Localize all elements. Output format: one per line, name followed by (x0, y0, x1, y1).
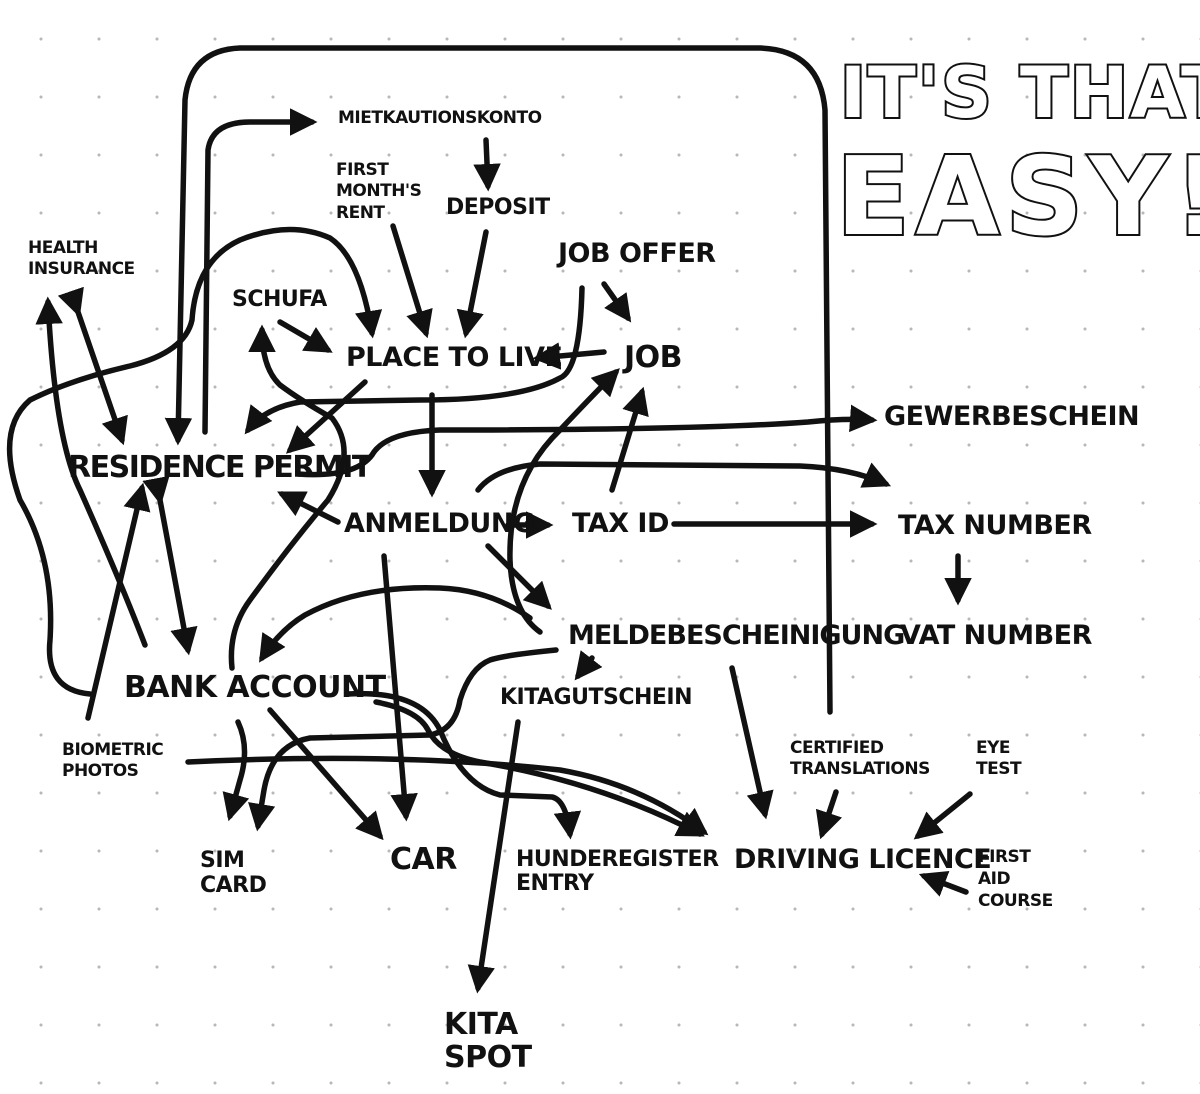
edge-meldebescheinigung-to-driving-licence (729, 665, 774, 820)
edge-job-offer-to-residence-permit (244, 285, 585, 435)
node-residence-permit: Residence permit (68, 450, 372, 485)
node-health-insurance: Health insurance (28, 238, 135, 280)
node-kita-spot: Kita spot (444, 1007, 532, 1075)
edge-residence-permit-to-gewerbeschein (295, 404, 878, 478)
edge-job-to-place-to-live (532, 342, 607, 370)
edge-anmeldung-to-meldebescheinigung (485, 543, 552, 610)
node-gewerbeschein: Gewerbeschein (884, 401, 1140, 432)
node-driving-licence: Driving licence (734, 844, 992, 875)
node-schufa: Schufa (232, 287, 327, 312)
node-place-to-live: Place to live (346, 342, 563, 373)
node-job-offer: Job offer (558, 238, 716, 269)
edge-translations-to-driving-licence (815, 789, 843, 840)
node-sim-card: SIM card (200, 848, 267, 899)
edge-first-aid-to-driving-licence (918, 870, 969, 897)
edge-eye-test-to-driving-licence (913, 791, 973, 840)
node-mietkautionskonto: Mietkautionskonto (338, 108, 542, 128)
edge-translations-to-residence-permit (164, 45, 833, 715)
edge-schufa-to-place-to-live (277, 319, 333, 353)
node-certified-translations: Certified translations (790, 738, 930, 780)
node-car: Car (390, 842, 457, 877)
edge-health-insurance-residence-permit (57, 286, 128, 446)
node-eye-test: Eye test (976, 738, 1022, 780)
title-line-2: EASY! (834, 133, 1200, 262)
edge-meldebescheinigung-to-job (507, 368, 620, 635)
node-tax-id: Tax ID (572, 508, 669, 539)
node-first-aid-course: First aid course (978, 847, 1053, 912)
node-tax-number: Tax number (898, 510, 1092, 541)
edge-meldebescheinigung-to-kitagutschein (574, 650, 603, 681)
edge-job-offer-to-job (601, 281, 632, 323)
node-anmeldung: Anmeldung (344, 508, 535, 539)
edge-tax-id-to-job (609, 386, 649, 493)
title-line-1: IT'S THAT (838, 50, 1200, 136)
edge-bank-account-to-sim-card (222, 719, 250, 822)
edge-kitagutschein-to-kita-spot (467, 719, 521, 994)
edge-residence-permit-bank-account (142, 475, 198, 656)
edge-bank-account-to-hunderegister (345, 690, 582, 840)
edge-bank-account-to-schufa (228, 324, 347, 671)
node-biometric-photos: Biometric photos (62, 740, 164, 782)
edge-biometric-photos-to-driving-licence (185, 755, 709, 836)
edge-meldebescheinigung-to-bank-account (259, 584, 533, 663)
edge-anmeldung-to-tax-number (475, 461, 892, 493)
edge-bank-account-to-car (267, 707, 384, 841)
edge-residence-permit-to-mietkautionskonto (202, 108, 318, 435)
edge-bank-account-to-health-insurance (35, 296, 148, 648)
edge-anmeldung-to-car (381, 553, 418, 822)
edge-deposit-to-place-to-live (456, 229, 489, 339)
edge-anmeldung-to-residence-permit (277, 491, 341, 525)
node-vat-number: VAT number (900, 620, 1092, 651)
node-job: Job (624, 340, 683, 375)
node-meldebescheinigung: Meldebescheinigung (568, 620, 905, 651)
edge-biometric-photos-to-residence-permit (85, 482, 151, 721)
node-first-months-rent: First month's rent (336, 160, 422, 223)
node-bank-account: Bank account (124, 670, 386, 705)
edge-mietkautionskonto-to-deposit (473, 137, 501, 192)
node-deposit: Deposit (446, 195, 550, 220)
node-hunderegister-entry: Hunderegister entry (516, 847, 719, 897)
edge-rent-to-place-to-live (390, 223, 433, 339)
edge-meldebescheinigung-to-sim-card (248, 647, 559, 832)
node-kitagutschein: Kitagutschein (500, 685, 693, 710)
